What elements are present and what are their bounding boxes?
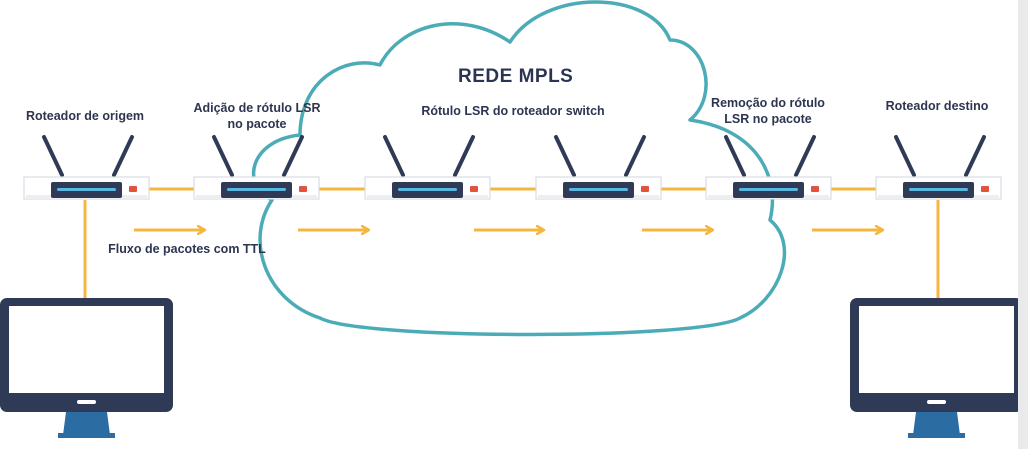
router-source-icon <box>22 135 151 201</box>
router-dest-icon <box>874 135 1003 201</box>
links <box>83 187 940 300</box>
mpls-cloud <box>251 0 787 337</box>
monitor-dest-icon <box>850 298 1023 438</box>
label-switch-lsr: Rótulo LSR do roteador switch <box>421 104 605 118</box>
label-packet-flow: Fluxo de pacotes com TTL <box>108 242 266 256</box>
label-ingress-lsr: Adição de rótulo LSR no pacote <box>193 101 321 131</box>
label-egress-lsr: Remoção do rótulo LSR no pacote <box>711 96 825 126</box>
monitor-source-icon <box>0 298 173 438</box>
label-dest-router: Roteador destino <box>885 99 989 113</box>
diagram-title: REDE MPLS <box>458 66 574 87</box>
right-edge-strip <box>1018 0 1028 449</box>
label-source-router: Roteador de origem <box>25 109 145 123</box>
